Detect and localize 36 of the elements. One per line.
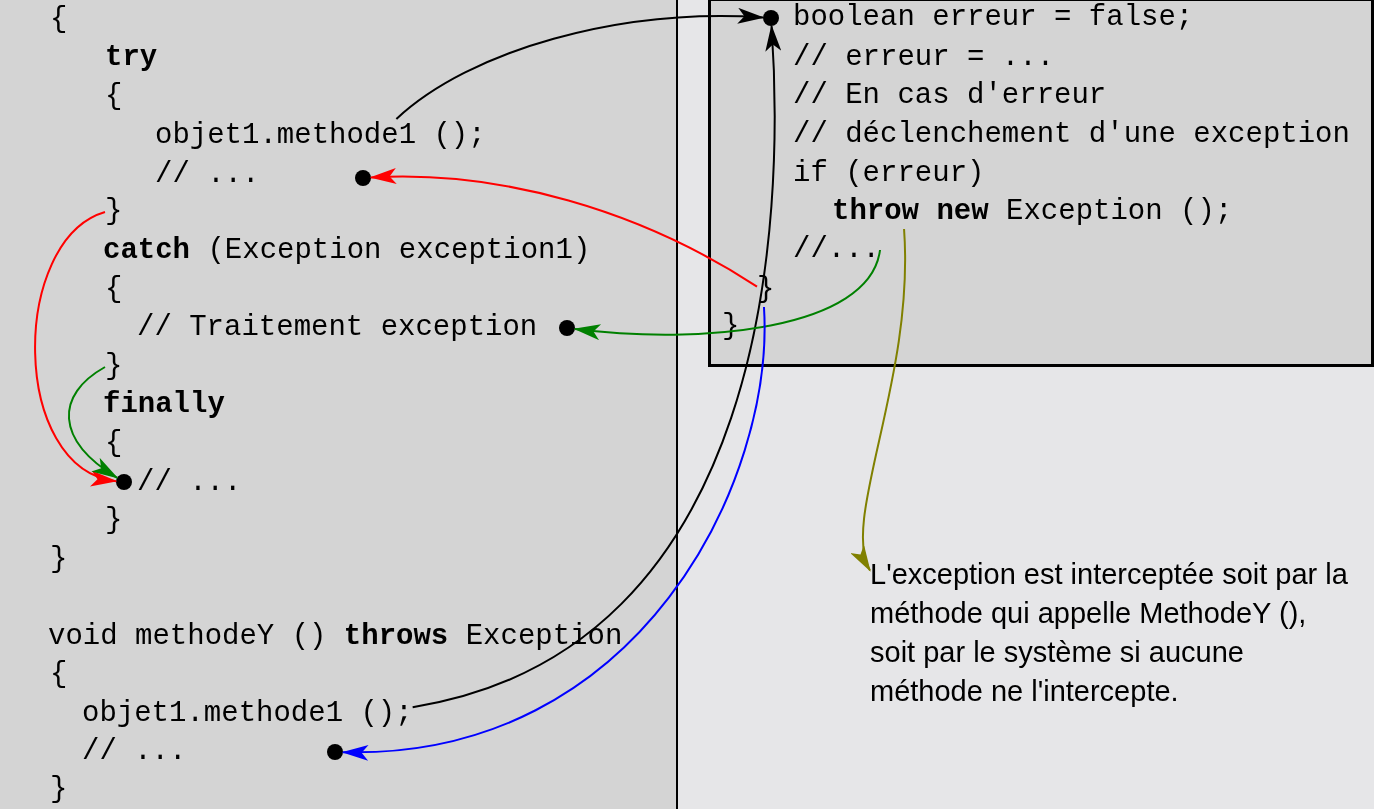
code-line: // ...: [155, 158, 260, 192]
code-line: //...: [793, 233, 880, 267]
code-line: // Traitement exception: [137, 311, 538, 345]
code-line: {: [105, 273, 123, 307]
code-box: [708, 0, 1374, 367]
code-line: }: [50, 773, 68, 807]
code-line: objet1.methode1 ();: [155, 119, 486, 153]
code-line: // ...: [137, 466, 242, 500]
note-text: L'exception est interceptée soit par la méthode qui appelle MethodeY (), soit par le système si aucune méthode ne l'intercepte.: [870, 555, 1350, 711]
code-line: // ...: [82, 735, 187, 769]
code-line: throw new Exception ();: [832, 195, 1233, 229]
arrow: [573, 249, 881, 340]
code-line: // déclenchement d'une exception: [793, 118, 1350, 152]
code-line: }: [105, 350, 123, 384]
code-line: {: [105, 427, 123, 461]
code-line: {: [105, 80, 123, 114]
code-line: }: [50, 543, 68, 577]
code-line: if (erreur): [793, 157, 985, 191]
arrow: [411, 24, 781, 709]
arrow: [341, 306, 765, 759]
arrow: [395, 8, 765, 120]
code-line: // En cas d'erreur: [793, 79, 1107, 113]
code-line: boolean erreur = false;: [793, 1, 1194, 35]
code-line: // erreur = ...: [793, 41, 1055, 75]
arrow: [369, 168, 758, 288]
code-line: {: [50, 658, 68, 692]
code-line: try: [105, 41, 158, 75]
code-line: catch (Exception exception1): [103, 234, 591, 268]
code-line: objet1.methode1 ();: [82, 697, 413, 731]
dot-marker: [763, 10, 779, 26]
code-line: finally: [103, 388, 225, 422]
code-line: {: [50, 3, 68, 37]
code-line: }: [105, 195, 123, 229]
arrow: [68, 366, 119, 479]
code-line: }: [105, 504, 123, 538]
arrow: [853, 228, 907, 572]
